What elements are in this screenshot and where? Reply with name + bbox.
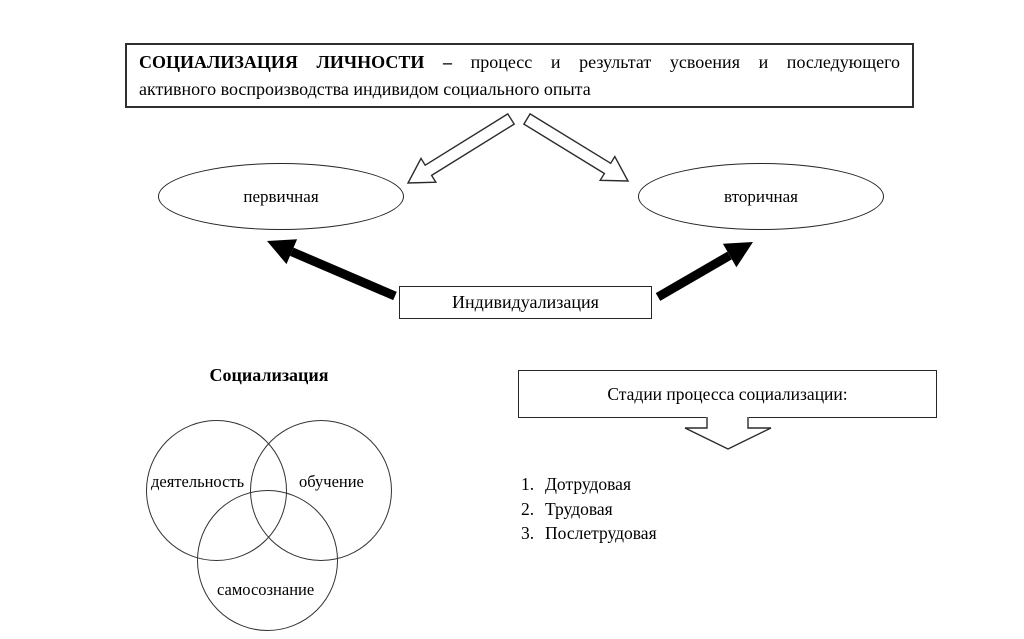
- list-item-label: Трудовая: [545, 498, 613, 519]
- list-item-label: Дотрудовая: [545, 473, 631, 494]
- venn-circle-selfawareness: [197, 490, 338, 631]
- definition-text-part2: активного воспроизводства индивидом соци…: [139, 79, 591, 99]
- hollow-arrow-down-icon: [684, 415, 772, 450]
- venn-label-learning: обучение: [299, 472, 364, 491]
- individualization-box: Индивидуализация: [399, 286, 652, 319]
- list-item: 2. Трудовая: [521, 497, 657, 522]
- list-item-number: 3.: [521, 523, 535, 544]
- stages-box: Стадии процесса социализации:: [518, 370, 937, 418]
- ellipse-primary-label: первичная: [243, 186, 319, 206]
- list-item-label: Послетрудовая: [545, 523, 657, 544]
- definition-line1: СОЦИАЛИЗАЦИЯ ЛИЧНОСТИ – процесс и резуль…: [139, 49, 900, 76]
- list-item-number: 2.: [521, 498, 535, 519]
- list-item: 3. Послетрудовая: [521, 522, 657, 547]
- list-item: 1. Дотрудовая: [521, 472, 657, 497]
- venn-label-selfawareness: самосознание: [217, 580, 315, 599]
- stages-list: 1. Дотрудовая 2. Трудовая 3. Послетрудов…: [521, 472, 657, 546]
- stages-box-label: Стадии процесса социализации:: [607, 383, 848, 404]
- venn-label-activity: деятельность: [151, 472, 245, 491]
- ellipse-secondary: вторичная: [638, 163, 884, 230]
- individualization-label: Индивидуализация: [452, 292, 599, 312]
- venn-heading: Социализация: [209, 365, 329, 385]
- definition-term: СОЦИАЛИЗАЦИЯ ЛИЧНОСТИ –: [139, 52, 452, 72]
- thick-arrow-up-right-icon: [655, 242, 753, 301]
- definition-box: СОЦИАЛИЗАЦИЯ ЛИЧНОСТИ – процесс и резуль…: [125, 43, 914, 108]
- definition-text-part1: процесс и результат усвоения и последующ…: [470, 52, 901, 72]
- ellipse-primary: первичная: [158, 163, 404, 230]
- thick-arrow-up-left-icon: [267, 239, 397, 301]
- hollow-arrow-down-left-icon: [406, 112, 516, 184]
- ellipse-secondary-label: вторичная: [724, 186, 798, 206]
- list-item-number: 1.: [521, 473, 535, 494]
- hollow-arrow-down-right-icon: [522, 112, 630, 182]
